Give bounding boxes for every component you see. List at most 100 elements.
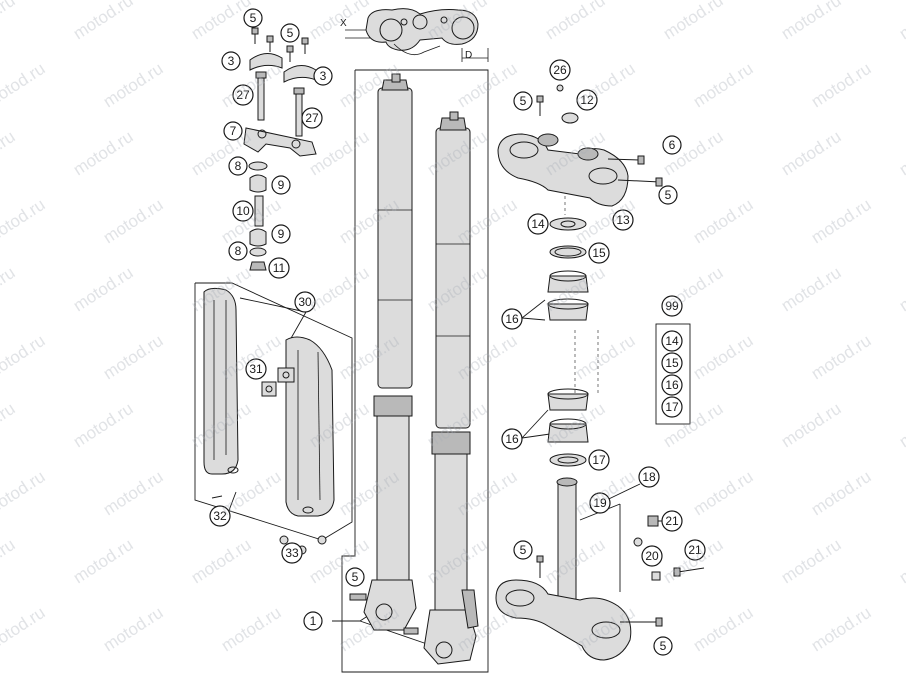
upper-triple-clamp xyxy=(497,84,663,207)
fork-guard-right xyxy=(285,336,335,517)
callout-c32: 32 xyxy=(209,505,231,527)
callout-c12: 12 xyxy=(576,89,598,111)
callout-label: 33 xyxy=(285,546,299,560)
watermark-text: motod.ru xyxy=(454,59,521,111)
watermark-text: motod.ru xyxy=(660,0,727,43)
callout-circle xyxy=(313,66,333,86)
callout-circle xyxy=(576,89,598,111)
callout-label: 16 xyxy=(665,378,679,392)
watermark-text: motod.ru xyxy=(808,59,875,111)
fork-guard-left xyxy=(203,287,239,475)
callout-label: 18 xyxy=(642,470,656,484)
callout-circle xyxy=(228,241,248,261)
callout-circle xyxy=(653,636,673,656)
callout-circle xyxy=(232,84,254,106)
callout-label: 21 xyxy=(665,514,679,528)
handlebar-clamp-lower xyxy=(243,127,317,157)
watermark-text: motod.ru xyxy=(896,399,906,451)
watermark-text: motod.ru xyxy=(188,535,255,587)
callout-label: 26 xyxy=(553,63,567,77)
callout-circle xyxy=(641,545,663,567)
callout-label: 10 xyxy=(236,204,250,218)
watermark-text: motod.ru xyxy=(778,127,845,179)
handlebar-clamp-screws xyxy=(251,27,309,62)
watermark-text: motod.ru xyxy=(0,331,48,383)
callout-circle xyxy=(345,567,365,587)
callout-label: 14 xyxy=(665,334,679,348)
callout-circle xyxy=(638,466,660,488)
callout-label: 20 xyxy=(645,549,659,563)
callout-circle xyxy=(513,91,533,111)
watermark-text: motod.ru xyxy=(0,399,18,451)
lower-triple-clamp xyxy=(495,477,663,661)
watermark-text: motod.ru xyxy=(70,127,137,179)
watermark-text: motod.ru xyxy=(896,127,906,179)
watermark-text: motod.ru xyxy=(0,127,18,179)
callout-c14a: 14 xyxy=(527,213,549,235)
callout-c8a: 8 xyxy=(228,156,248,176)
callout-label: 6 xyxy=(669,138,676,152)
callout-c14b: 14 xyxy=(661,330,683,352)
watermark-text: motod.ru xyxy=(0,467,48,519)
callout-circle xyxy=(221,51,241,71)
long-bolts xyxy=(255,71,305,137)
callout-circle xyxy=(661,330,683,352)
watermark-text: motod.ru xyxy=(808,603,875,655)
watermark-text: motod.ru xyxy=(0,263,18,315)
watermark-text: motod.ru xyxy=(808,195,875,247)
watermark-text: motod.ru xyxy=(100,59,167,111)
callout-circle xyxy=(243,8,263,28)
callout-circle xyxy=(281,542,303,564)
callout-circle xyxy=(661,352,683,374)
watermark-text: motod.ru xyxy=(70,263,137,315)
callout-c5g: 5 xyxy=(653,636,673,656)
callout-c33: 33 xyxy=(281,542,303,564)
callout-circle xyxy=(527,213,549,235)
callout-label: 5 xyxy=(250,11,257,25)
callout-c27b: 27 xyxy=(301,107,323,129)
callout-label: 15 xyxy=(592,246,606,260)
callout-c9b: 9 xyxy=(271,224,291,244)
callout-circle xyxy=(271,224,291,244)
callout-c11: 11 xyxy=(268,257,290,279)
callout-circle xyxy=(684,539,706,561)
callout-circle xyxy=(223,121,243,141)
dimension-x-label: X xyxy=(340,18,347,29)
callout-circle xyxy=(661,374,683,396)
callout-label: 27 xyxy=(305,111,319,125)
handlebar-clamp-upper xyxy=(249,53,317,83)
callout-c7: 7 xyxy=(223,121,243,141)
watermark-text: motod.ru xyxy=(778,535,845,587)
callout-circle xyxy=(513,540,533,560)
callout-circle xyxy=(661,510,683,532)
callout-circle xyxy=(661,396,683,418)
watermark-text: motod.ru xyxy=(0,603,48,655)
callout-c16c: 16 xyxy=(501,428,523,450)
callout-circle xyxy=(294,291,316,313)
watermark-text: motod.ru xyxy=(896,535,906,587)
callout-c15b: 15 xyxy=(661,352,683,374)
watermark-text: motod.ru xyxy=(100,331,167,383)
watermark-text: motod.ru xyxy=(896,263,906,315)
callout-circle xyxy=(280,23,300,43)
watermark-text: motod.ru xyxy=(542,0,609,43)
callout-label: 15 xyxy=(665,356,679,370)
fork-leg-right xyxy=(423,111,479,665)
callout-circle xyxy=(662,135,682,155)
callout-label: 3 xyxy=(228,54,235,68)
top-clamp-silhouette xyxy=(365,8,479,56)
bearing-stack-lower xyxy=(547,388,589,467)
watermark-text: motod.ru xyxy=(808,331,875,383)
callout-c26: 26 xyxy=(549,59,571,81)
watermark-text: motod.ru xyxy=(100,467,167,519)
callout-label: 30 xyxy=(298,295,312,309)
callout-circle xyxy=(232,200,254,222)
callout-circle xyxy=(303,611,323,631)
callout-label: 14 xyxy=(531,217,545,231)
watermark-text: motod.ru xyxy=(306,263,373,315)
callout-label: 3 xyxy=(320,69,327,83)
callout-label: 8 xyxy=(235,244,242,258)
watermark-text: motod.ru xyxy=(690,603,757,655)
watermark-text: motod.ru xyxy=(306,0,373,43)
